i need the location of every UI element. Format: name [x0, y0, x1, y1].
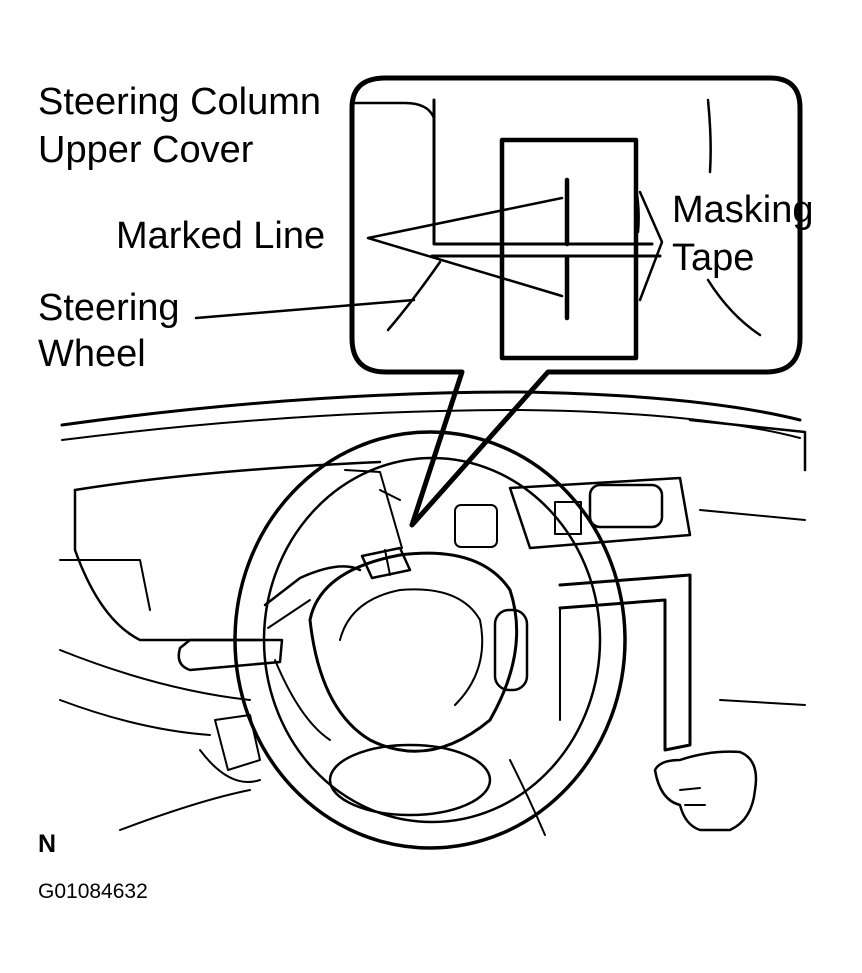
- spoke-lower-left: [274, 659, 331, 741]
- console-button: [554, 501, 582, 535]
- tape-on-wheel: [360, 546, 412, 580]
- dashboard-left-vent: [59, 559, 151, 611]
- label-steering: Steering: [38, 287, 180, 329]
- dashboard-lower-line-2: [59, 699, 211, 736]
- spoke-right-pad: [493, 608, 529, 692]
- stalk-lever: [177, 638, 284, 672]
- knee-switch: [214, 714, 261, 771]
- label-upper-cover: Upper Cover: [38, 129, 254, 171]
- steering-wheel-rim-outer: [233, 430, 627, 850]
- label-steering-column: Steering Column: [38, 81, 322, 123]
- dashboard-top: [60, 390, 802, 427]
- right-hand: [653, 750, 758, 832]
- lower-left-panel: [119, 789, 251, 831]
- label-tape: Tape: [672, 237, 755, 279]
- hub-lower: [328, 743, 492, 817]
- label-marked-line: Marked Line: [116, 215, 326, 257]
- knee-switch-2: [199, 749, 261, 783]
- leader-masking-tape: [638, 190, 664, 302]
- label-figure-code: G01084632: [38, 880, 148, 903]
- spoke-left: [263, 565, 362, 607]
- console-display: [588, 483, 664, 529]
- callout-bubble: [349, 75, 803, 528]
- dashboard-top-2: [61, 409, 801, 441]
- tape-mark: [384, 549, 391, 576]
- console-switch: [454, 504, 498, 548]
- dashboard-left-panel: [73, 488, 262, 642]
- steering-column-2: [379, 489, 401, 501]
- label-masking: Masking: [672, 189, 814, 231]
- airbag-pad: [308, 551, 519, 753]
- right-hand-finger: [679, 787, 701, 791]
- wheel-arc-left: [386, 260, 442, 332]
- label-wheel: Wheel: [38, 333, 146, 375]
- console-panel: [508, 476, 692, 550]
- column-cover-edge-right-2: [634, 186, 640, 234]
- steering-column: [344, 469, 403, 549]
- masking-tape-rect: [499, 137, 639, 361]
- leader-steering-wheel: [194, 298, 416, 320]
- dashboard-right-lower: [699, 509, 806, 521]
- leader-column-cover: [350, 101, 436, 120]
- steering-wheel-rim-inner: [262, 456, 602, 824]
- dashboard-right-bottom: [719, 699, 806, 706]
- airbag-pad-inner: [339, 588, 484, 706]
- dashboard-right-edge: [688, 418, 807, 472]
- dashboard-lower-line: [59, 649, 251, 701]
- radio-unit: [558, 573, 692, 752]
- column-cover-edge: [432, 98, 654, 246]
- lower-right-line: [509, 759, 546, 836]
- spoke-left-2: [267, 599, 311, 629]
- leader-marked-line: [366, 196, 564, 298]
- label-corner-mark: N: [38, 830, 57, 858]
- dashboard-left-upper: [73, 460, 382, 492]
- column-cover-edge-right: [706, 98, 712, 174]
- wheel-arc-right: [706, 278, 762, 337]
